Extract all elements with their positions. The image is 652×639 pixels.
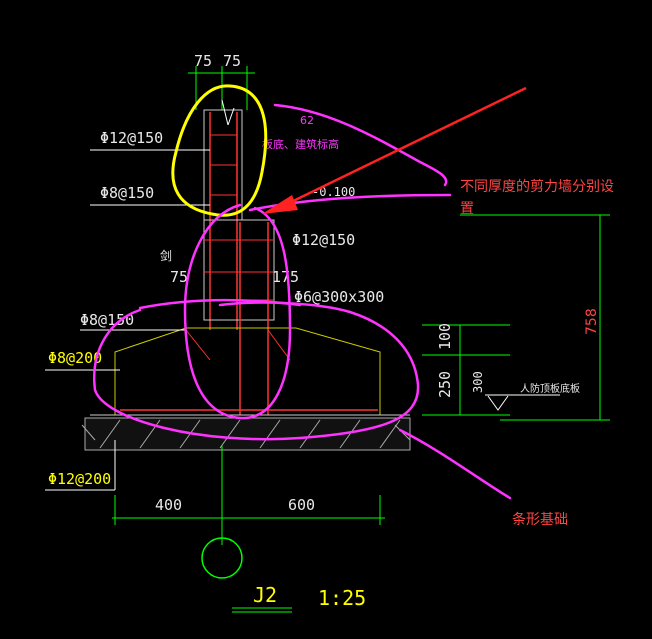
ground-note: 人防顶板底板	[520, 382, 580, 395]
label-base-side: Φ8@200	[48, 349, 102, 367]
level-label: -0.100	[312, 185, 355, 199]
label-base-top: Φ8@150	[80, 311, 134, 329]
dim-bottom-400: 400	[155, 496, 182, 514]
right-dimensions	[422, 214, 610, 421]
label-tie: Φ6@300x300	[294, 288, 384, 306]
small-dim-left: 75	[170, 268, 188, 286]
label-wall-right: Φ12@150	[292, 231, 355, 249]
dim-right-250: 250	[436, 371, 454, 398]
ground-marker	[485, 394, 560, 411]
wall-lower	[203, 219, 275, 415]
dim-top-right: 75	[223, 52, 241, 70]
strip-footing	[90, 327, 410, 416]
bottom-dimensions	[112, 445, 385, 545]
callout-wall-thickness-2: 置	[460, 201, 474, 217]
dim-top-left: 75	[194, 52, 212, 70]
small-dim-right: 175	[272, 268, 299, 286]
top-note: 板底、建筑标高	[262, 137, 339, 151]
drawing-scale: 1:25	[318, 586, 366, 610]
label-base-bottom: Φ12@200	[48, 470, 111, 488]
axis-bubble	[201, 537, 243, 579]
red-arrow	[262, 86, 527, 214]
callout-strip-footing: 条形基础	[512, 511, 568, 528]
side-label: 剑	[160, 248, 172, 263]
drawing-title: J2	[253, 583, 277, 607]
label-horiz-upper: Φ8@150	[100, 184, 154, 202]
wall-height-label: 62	[300, 114, 314, 127]
dim-right-100: 100	[436, 323, 454, 350]
magenta-annotations	[92, 103, 512, 500]
label-vert-upper: Φ12@150	[100, 129, 163, 147]
yellow-highlight-ellipse	[171, 84, 268, 217]
callout-wall-thickness: 不同厚度的剪力墙分别设	[460, 179, 614, 195]
dim-bottom-600: 600	[288, 496, 315, 514]
soil-hatch	[81, 417, 411, 451]
small-note: 300	[471, 371, 485, 393]
dim-right-758: 758	[584, 308, 600, 335]
